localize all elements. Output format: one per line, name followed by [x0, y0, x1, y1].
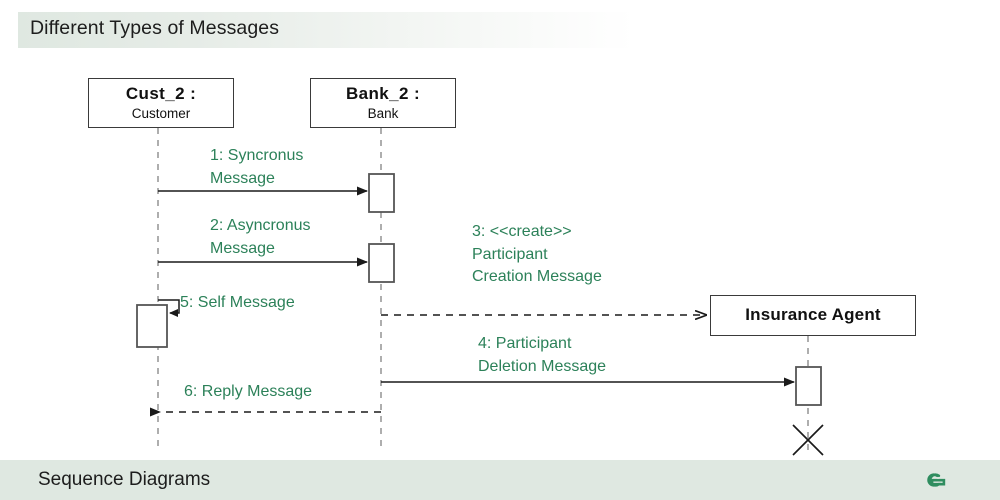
- geeksforgeeks-logo-icon: [927, 473, 946, 487]
- page-title: Different Types of Messages: [30, 17, 280, 39]
- activation-bar-bank-2: [368, 243, 395, 283]
- message-label-4: 4: Participant Deletion Message: [478, 335, 607, 375]
- participant-box-insurance-agent[interactable]: Insurance Agent: [710, 295, 916, 336]
- participant-name-insurance-agent: Insurance Agent: [745, 305, 881, 325]
- activation-bar-bank-1: [368, 173, 395, 213]
- activation-bar-cust-self: [136, 304, 168, 348]
- participant-type-bank2: Bank: [367, 106, 399, 122]
- title-highlight-band: [18, 12, 808, 48]
- activation-bar-agent: [795, 366, 822, 406]
- message-label-6: 6: Reply Message: [184, 383, 313, 400]
- footer-band: [0, 460, 1000, 500]
- participant-box-cust2[interactable]: Cust_2 : Customer: [88, 78, 234, 128]
- participant-name-bank2: Bank_2 :: [345, 84, 421, 104]
- message-label-1: 1: Syncronus Message: [210, 147, 304, 187]
- message-label-3: 3: <<create>> Participant Creation Messa…: [472, 223, 602, 286]
- message-label-2: 2: Asyncronus Message: [210, 217, 311, 257]
- message-arrow-5-self-loop: [158, 299, 180, 317]
- footer-title: Sequence Diagrams: [38, 469, 211, 490]
- participant-type-cust2: Customer: [131, 106, 191, 122]
- message-label-5: 5: Self Message: [180, 294, 295, 311]
- destruction-x-icon: [792, 424, 824, 456]
- participant-box-bank2[interactable]: Bank_2 : Bank: [310, 78, 456, 128]
- participant-name-cust2: Cust_2 :: [125, 84, 197, 104]
